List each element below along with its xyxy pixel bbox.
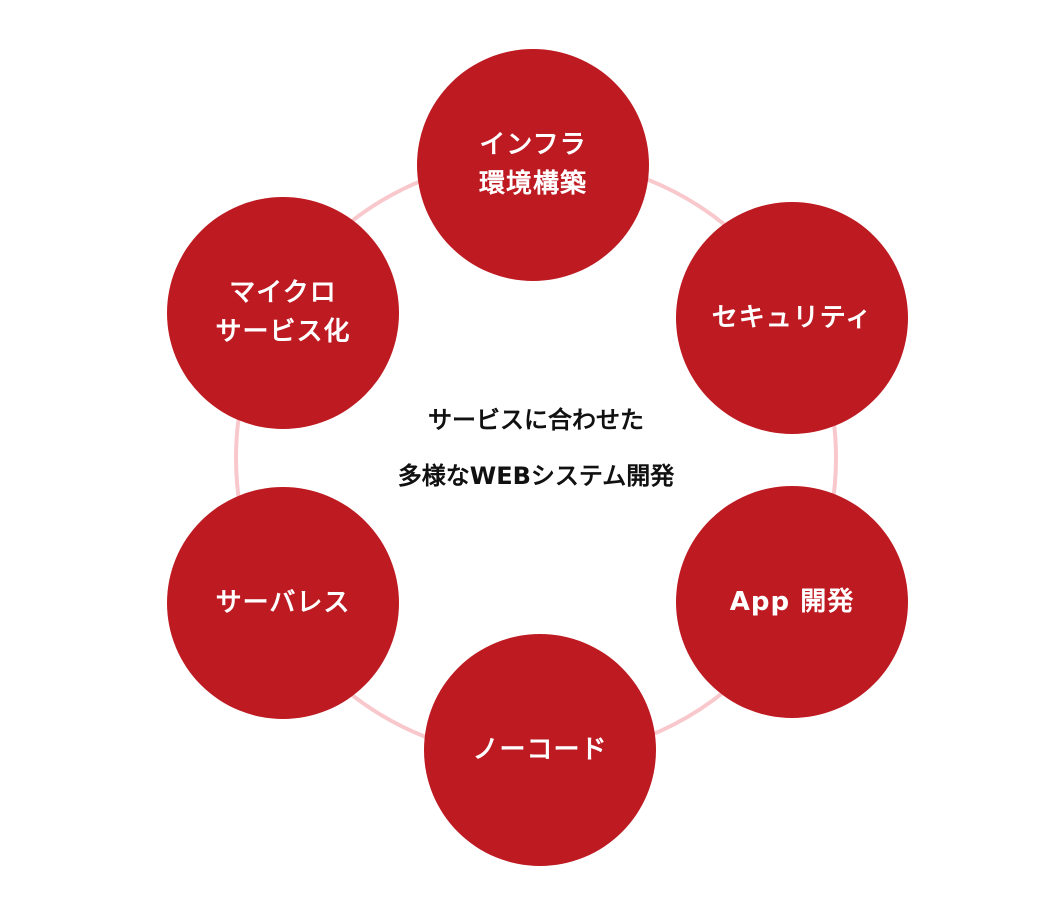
node-serverless: サーバレス: [167, 487, 399, 719]
node-security: セキュリティ: [676, 202, 908, 434]
center-title-line1: サービスに合わせた: [428, 406, 644, 434]
node-label: App 開発: [729, 586, 855, 617]
node-label: セキュリティ: [711, 302, 873, 333]
center-title: サービスに合わせた 多様なWEBシステム開発: [336, 392, 736, 504]
node-app-development: App 開発: [676, 486, 908, 718]
node-label: マイクロ: [229, 278, 337, 308]
node-infrastructure: インフラ環境構築: [417, 49, 649, 281]
node-label: インフラ: [479, 130, 587, 160]
node-label: サーバレス: [215, 587, 351, 618]
node-no-code: ノーコード: [424, 634, 656, 866]
node-label: 環境構築: [478, 169, 587, 199]
node-microservices: マイクロサービス化: [167, 197, 399, 429]
node-label: ノーコード: [472, 734, 608, 765]
node-label: サービス化: [215, 317, 351, 347]
center-title-line2: 多様なWEBシステム開発: [397, 462, 675, 490]
